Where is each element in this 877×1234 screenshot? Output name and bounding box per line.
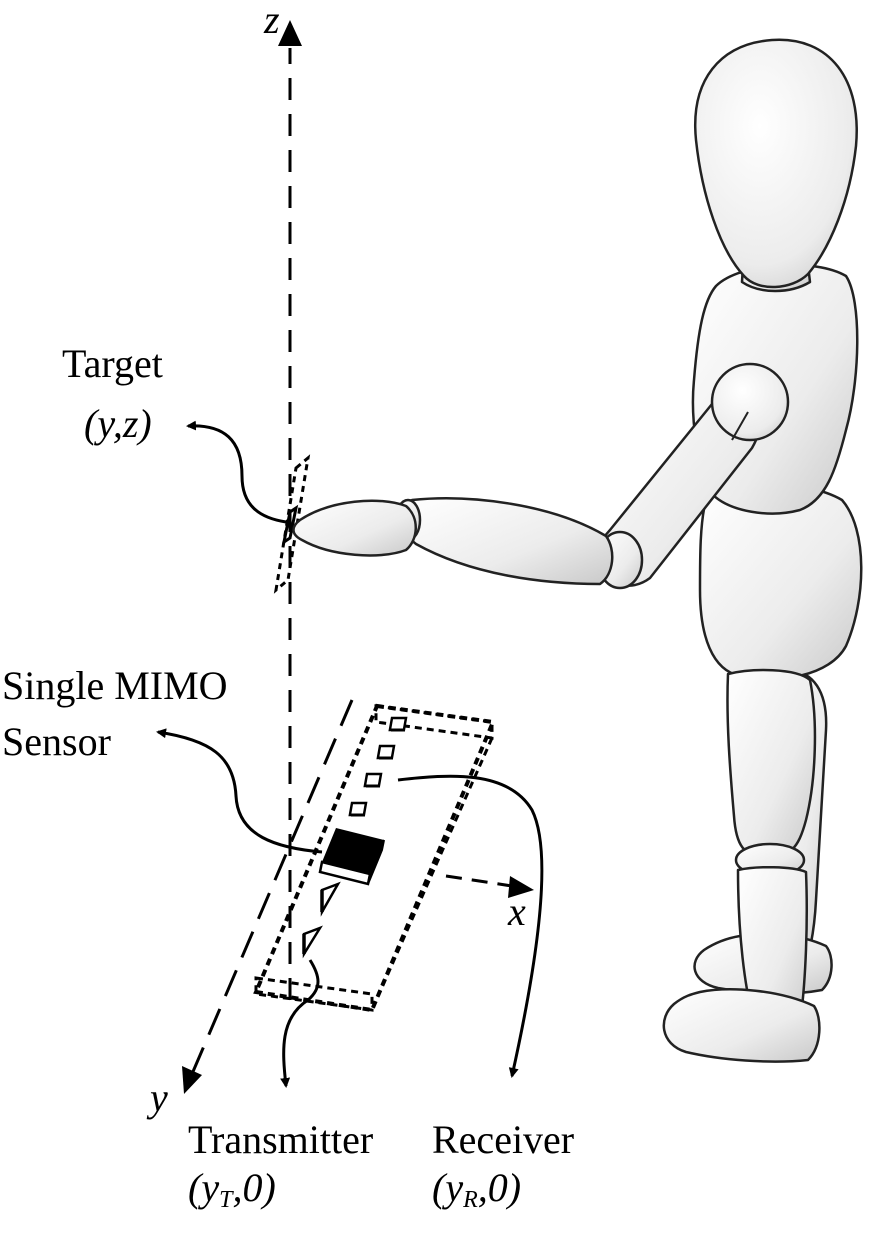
receiver-coord-close: ,0): [477, 1165, 522, 1210]
receiver-title: Receiver: [432, 1117, 575, 1162]
transmitter-coord: (yT,0): [188, 1165, 276, 1213]
sensor-callout: [156, 728, 323, 854]
z-axis-label: z: [264, 0, 280, 42]
transmitter-antennas: [302, 881, 341, 959]
x-axis-label: x: [508, 889, 526, 934]
transmitter-coord-open: (y: [188, 1165, 220, 1210]
target-title: Target: [62, 341, 163, 386]
sensor-board: [253, 703, 496, 1013]
transmitter-coord-close: ,0): [232, 1165, 276, 1210]
x-axis: [445, 874, 534, 898]
receiver-coord-sub: R: [463, 1187, 478, 1213]
transmitter-title: Transmitter: [188, 1117, 374, 1162]
transmitter-coord-sub: T: [219, 1187, 233, 1213]
y-axis-label: y: [150, 1075, 168, 1120]
sensor-title-line2: Sensor: [2, 719, 111, 764]
z-axis: [278, 20, 302, 1000]
receiver-coord: (yR,0): [432, 1165, 522, 1213]
transmitter-callout: [280, 959, 320, 1088]
human-figure: [292, 38, 863, 1063]
receiver-antennas: [348, 716, 408, 817]
target-marker: [273, 454, 311, 594]
callout-lines: [156, 420, 544, 1088]
sensor-chip: [318, 828, 385, 886]
receiver-callout: [397, 774, 544, 1078]
sensor-title-line1: Single MIMO: [2, 663, 228, 708]
receiver-coord-open: (y: [432, 1165, 464, 1210]
target-coord: (y,z): [84, 401, 152, 446]
target-callout: [186, 420, 287, 524]
y-axis: [182, 699, 354, 1094]
